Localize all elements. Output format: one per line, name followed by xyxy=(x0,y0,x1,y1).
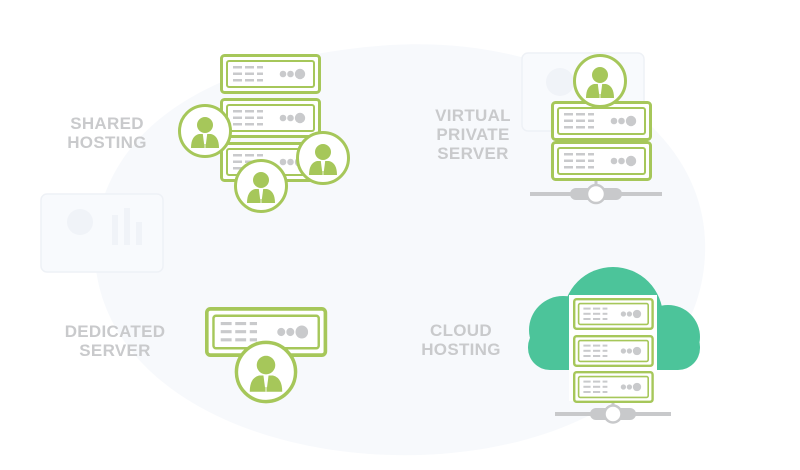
shared-hosting-label-line-1: SHARED xyxy=(70,114,144,133)
shared-hosting-label: SHARED HOSTING xyxy=(47,114,167,152)
cloud-hosting-icon xyxy=(528,267,700,424)
shared-hosting-label-line-2: HOSTING xyxy=(67,133,147,152)
vps-label-line-3: SERVER xyxy=(437,144,509,163)
cloud-label-line-2: HOSTING xyxy=(421,340,501,359)
vps-label-line-2: PRIVATE xyxy=(436,125,510,144)
virtual-private-server-label: VIRTUAL PRIVATE SERVER xyxy=(413,106,533,163)
cloud-label-line-1: CLOUD xyxy=(430,321,492,340)
dedicated-label-line-1: DEDICATED xyxy=(64,322,166,341)
cloud-hosting-label: CLOUD HOSTING xyxy=(401,321,521,359)
vps-label-line-1: VIRTUAL xyxy=(435,106,511,125)
virtual-private-server-icon xyxy=(530,54,662,205)
dedicated-server-label: DEDICATED SERVER xyxy=(44,322,186,360)
dedicated-label-line-2: SERVER xyxy=(79,341,151,360)
